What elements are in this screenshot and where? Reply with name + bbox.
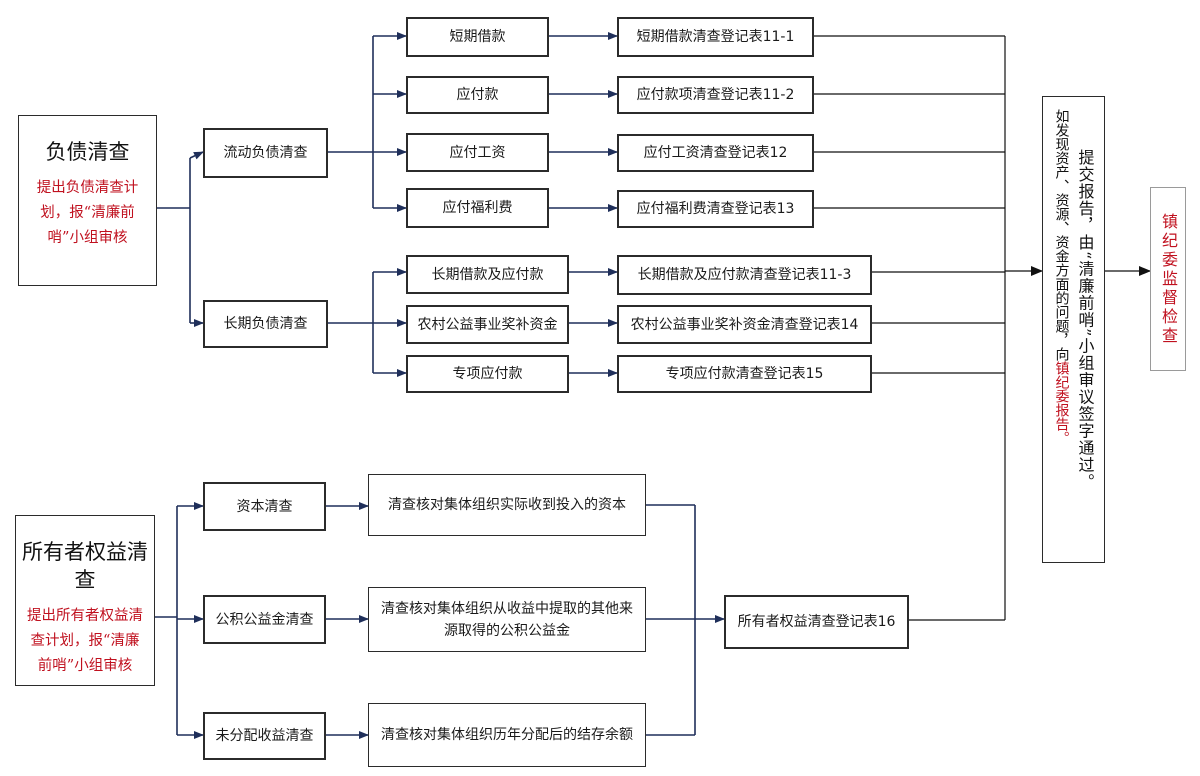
form-12: 应付工资清查登记表12 xyxy=(617,134,814,172)
item-public-fund: 农村公益事业奖补资金 xyxy=(406,305,569,344)
item-short-loan: 短期借款 xyxy=(406,17,549,57)
inspection-box: 镇纪委监督检查 xyxy=(1150,187,1186,371)
liability-subtitle: 提出负债清查计划，报“清廉前哨”小组审核 xyxy=(36,180,139,246)
equity-capital-box: 资本清查 xyxy=(203,482,326,531)
item-long-loan: 长期借款及应付款 xyxy=(406,255,569,294)
form-11-1: 短期借款清查登记表11-1 xyxy=(617,17,814,57)
equity-reserve-box: 公积公益金清查 xyxy=(203,595,326,644)
equity-undistributed-desc: 清查核对集体组织历年分配后的结存余额 xyxy=(368,703,646,767)
form-16: 所有者权益清查登记表16 xyxy=(724,595,909,649)
form-15: 专项应付款清查登记表15 xyxy=(617,355,872,393)
report-line-2-red: 镇纪委报告。 xyxy=(1053,361,1070,445)
form-14: 农村公益事业奖补资金清查登记表14 xyxy=(617,305,872,344)
item-welfare: 应付福利费 xyxy=(406,188,549,228)
equity-reserve-desc: 清查核对集体组织从收益中提取的其他来源取得的公积公益金 xyxy=(368,587,646,652)
report-line-2: 如发现资产、资源、资金方面的问题，向镇纪委报告。 xyxy=(1052,109,1072,562)
inspection-label: 镇纪委监督检查 xyxy=(1159,212,1178,346)
item-payables: 应付款 xyxy=(406,76,549,114)
report-box: 提交报告，由“清廉前哨”小组审议签字通过。 如发现资产、资源、资金方面的问题，向… xyxy=(1042,96,1105,563)
report-line-1: 提交报告，由“清廉前哨”小组审议签字通过。 xyxy=(1075,149,1095,491)
liability-start-box: 负债清查 提出负债清查计划，报“清廉前哨”小组审核 xyxy=(18,115,157,286)
form-11-3: 长期借款及应付款清查登记表11-3 xyxy=(617,255,872,295)
equity-start-box: 所有者权益清查 提出所有者权益清查计划，报“清廉前哨”小组审核 xyxy=(15,515,155,686)
equity-undistributed-box: 未分配收益清查 xyxy=(203,712,326,760)
longterm-liability-box: 长期负债清查 xyxy=(203,300,328,348)
item-special-payable: 专项应付款 xyxy=(406,355,569,393)
report-line-2-black: 如发现资产、资源、资金方面的问题，向 xyxy=(1053,109,1070,361)
equity-capital-desc: 清查核对集体组织实际收到投入的资本 xyxy=(368,474,646,536)
current-liability-box: 流动负债清查 xyxy=(203,128,328,178)
form-13: 应付福利费清查登记表13 xyxy=(617,190,814,228)
equity-subtitle: 提出所有者权益清查计划，报“清廉前哨”小组审核 xyxy=(27,608,143,674)
item-wages: 应付工资 xyxy=(406,133,549,172)
liability-title: 负债清查 xyxy=(45,140,130,164)
equity-title: 所有者权益清查 xyxy=(22,540,148,592)
form-11-2: 应付款项清查登记表11-2 xyxy=(617,76,814,114)
